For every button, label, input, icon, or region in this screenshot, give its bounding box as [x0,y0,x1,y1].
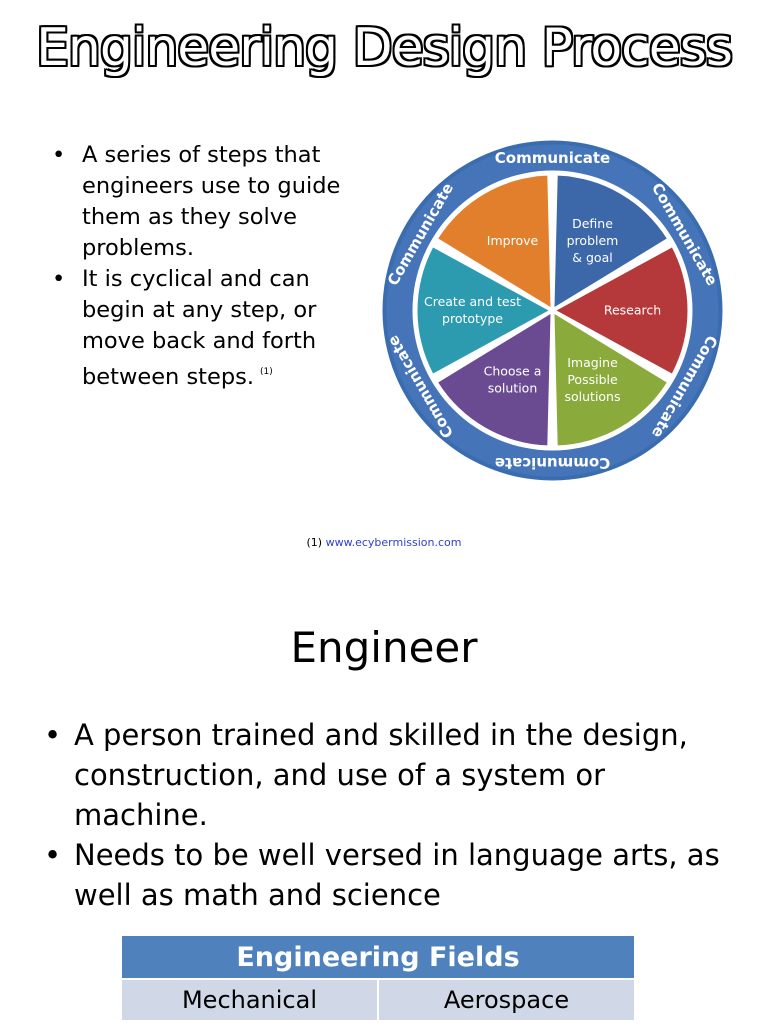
slide-design-process: Engineering Design Process • A series of… [0,18,768,549]
table-cell: Aerospace [378,978,634,1020]
cycle-segment [554,175,667,308]
slide-title: Engineer [290,623,478,672]
bullet-dot-icon: • [52,266,66,292]
bullet-dot-icon: • [44,718,62,752]
table-header-row: Engineering Fields [122,936,634,979]
bullet-item: • It is cyclical and can begin at any st… [50,264,360,393]
bullet-text: Needs to be well versed in language arts… [74,838,720,912]
bullet-item: • A series of steps that engineers use t… [50,140,360,264]
bullet-list: • A series of steps that engineers use t… [50,140,360,393]
source-link[interactable]: www.ecybermission.com [325,536,462,549]
bullet-dot-icon: • [44,838,62,872]
bullet-text: A person trained and skilled in the desi… [74,718,688,832]
table-header: Engineering Fields [122,936,634,979]
footnote-ref: (1) [306,536,323,549]
bullet-item: • A person trained and skilled in the de… [44,715,744,835]
table-row: Mechanical Aerospace [122,978,634,1020]
bullet-list: • A person trained and skilled in the de… [44,715,744,915]
reference-marker: (1) [260,367,273,377]
engineering-fields-table: Engineering Fields Mechanical Aerospace [122,936,634,1020]
bullet-text: It is cyclical and can begin at any step… [82,266,317,390]
communicate-label: Communicate [495,454,610,472]
communicate-label: Communicate [495,149,610,167]
table-cell: Mechanical [122,978,379,1020]
cycle-segment [438,313,551,446]
slide-title: Engineering Design Process [36,18,733,78]
cycle-segment [556,247,688,374]
bullet-item: • Needs to be well versed in language ar… [44,835,744,915]
slide-engineer: Engineer • A person trained and skilled … [0,575,768,1024]
cycle-segment [417,247,549,374]
bullet-dot-icon: • [52,142,66,168]
cycle-segment [438,175,551,308]
footnote: (1) www.ecybermission.com [0,536,768,549]
bullet-text: A series of steps that engineers use to … [82,142,341,261]
cycle-segment-label: Research [604,303,661,318]
cycle-segment [554,313,667,446]
cycle-segment-label: Improve [487,233,539,248]
